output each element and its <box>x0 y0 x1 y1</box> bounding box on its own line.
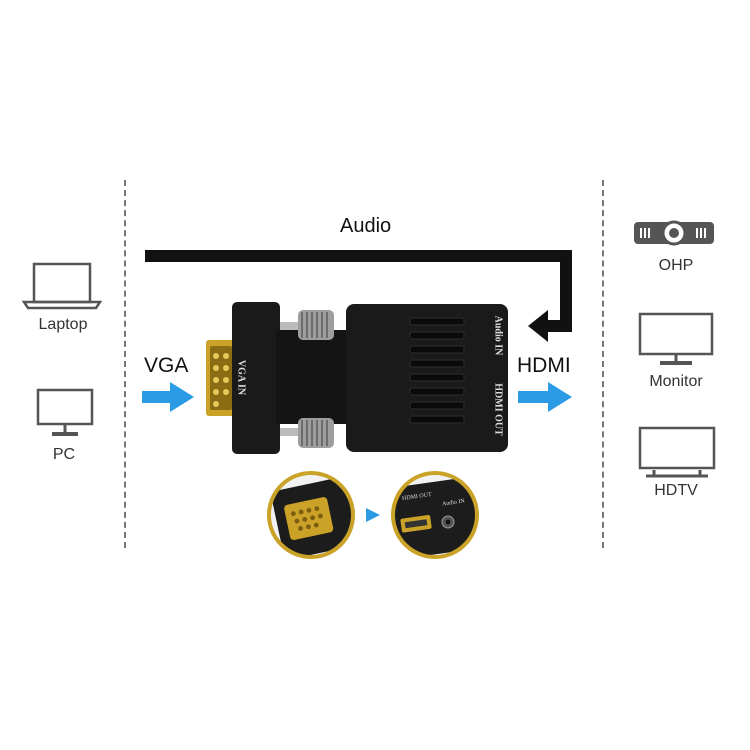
vga-label: VGA <box>144 354 189 377</box>
hdtv-label: HDTV <box>654 482 698 499</box>
laptop-icon <box>21 262 103 310</box>
ohp-label: OHP <box>658 257 694 274</box>
right-divider <box>602 180 604 548</box>
detail-pointer-arrow <box>366 508 380 522</box>
tv-icon <box>638 426 716 478</box>
audio-in-label: Audio IN <box>492 315 504 356</box>
laptop-label: Laptop <box>38 316 88 333</box>
monitor-label: Monitor <box>649 373 703 390</box>
pc-monitor-icon <box>36 388 94 436</box>
vga-hdmi-adapter <box>206 302 508 454</box>
hdmi-detail-circle <box>391 471 479 559</box>
thumbscrew-top <box>280 310 334 340</box>
projector-icon <box>634 220 714 246</box>
hdmi-out-label: HDMI OUT <box>492 383 504 436</box>
left-divider <box>124 180 126 548</box>
vga-detail-circle <box>267 471 355 559</box>
pc-label: PC <box>52 446 76 463</box>
vga-in-label: VGA IN <box>235 359 247 396</box>
thumbscrew-bottom <box>280 418 334 448</box>
monitor-icon <box>638 312 714 365</box>
audio-label: Audio <box>340 215 392 237</box>
hdmi-label: HDMI <box>517 354 571 377</box>
vga-input-arrow <box>142 382 194 412</box>
hdmi-output-arrow <box>518 382 572 412</box>
